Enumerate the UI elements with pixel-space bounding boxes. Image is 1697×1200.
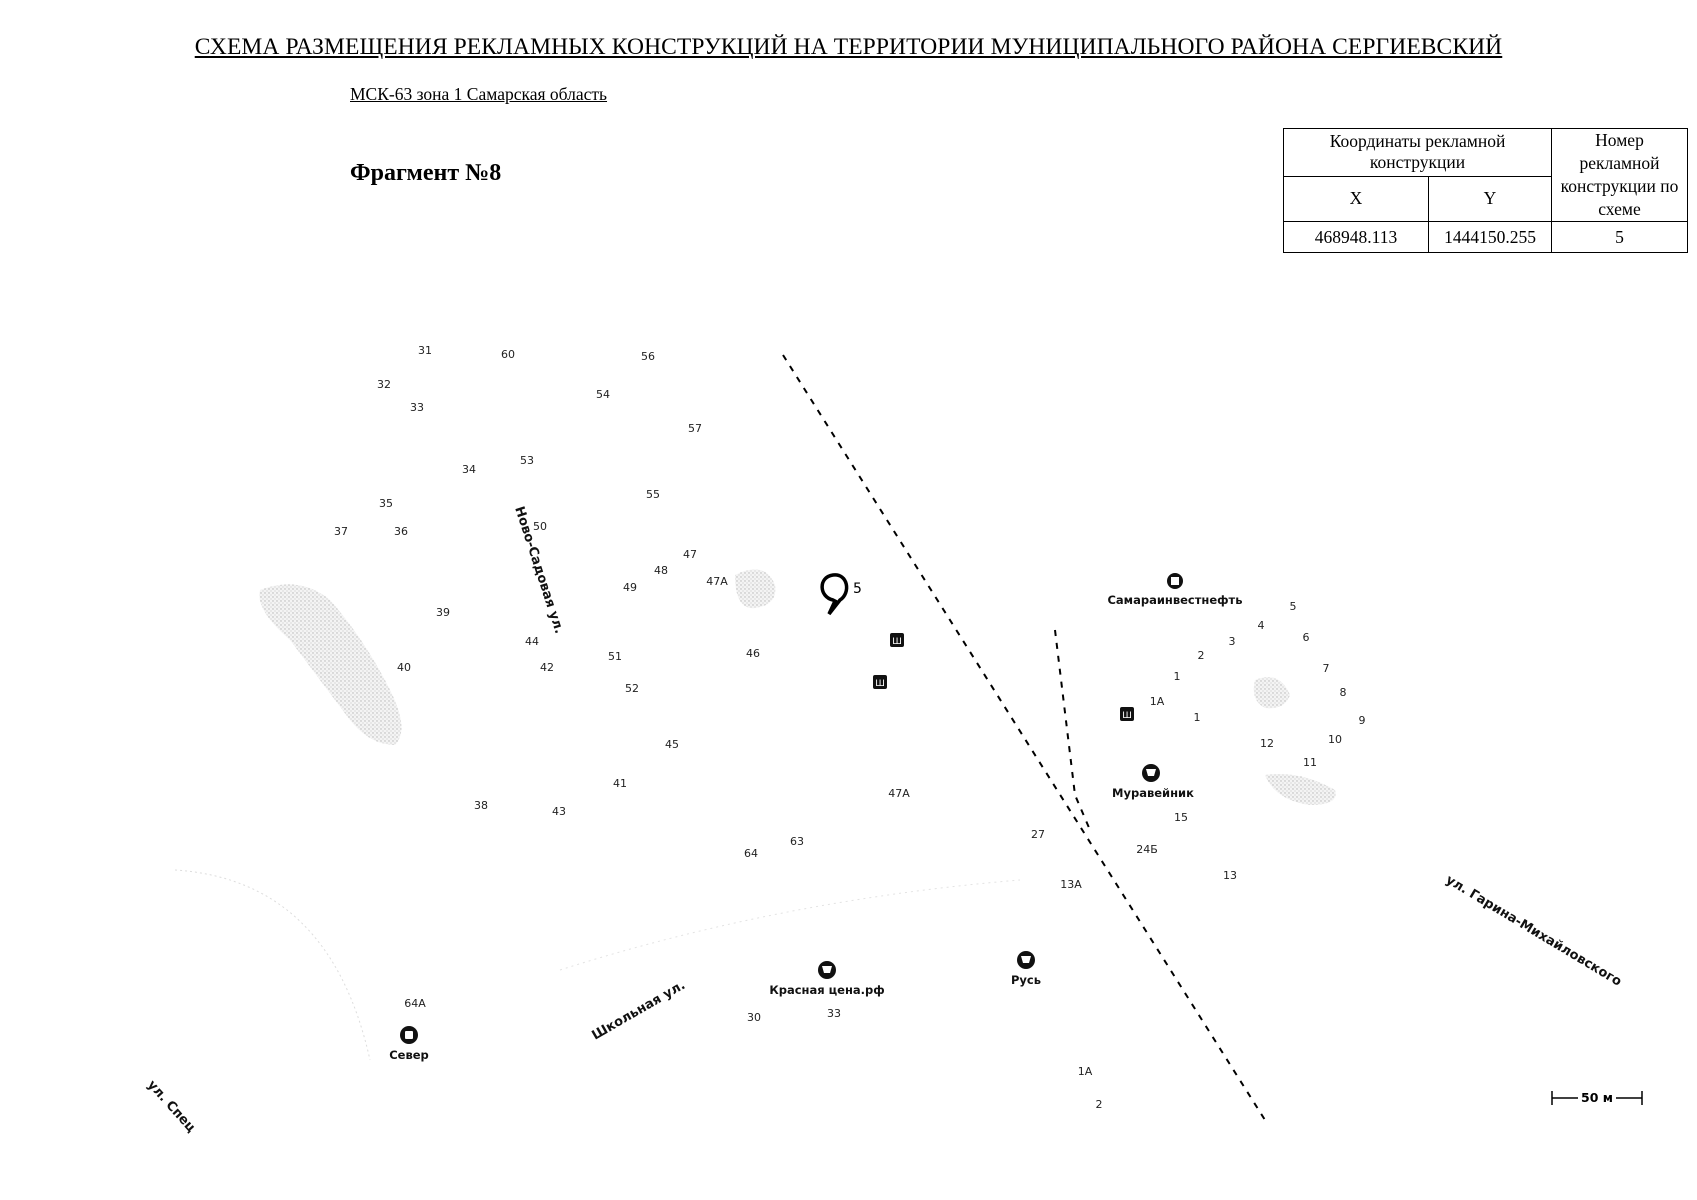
house-number-label: 31 — [418, 344, 432, 357]
house-number-label: 51 — [608, 650, 622, 663]
poi-sever[interactable]: Север — [389, 1026, 429, 1062]
house-number-label: 50 — [533, 520, 547, 533]
house-number-label: 30 — [747, 1011, 761, 1024]
house-number-label: 53 — [520, 454, 534, 467]
house-number-label: 3 — [1229, 635, 1236, 648]
road-outline — [559, 879, 1021, 971]
house-number-label: 12 — [1260, 737, 1274, 750]
house-number-label: 47 — [683, 548, 697, 561]
cell-number: 5 — [1551, 221, 1688, 253]
house-number-label: 45 — [665, 738, 679, 751]
house-number-label: 63 — [790, 835, 804, 848]
col-y-header: Y — [1428, 175, 1552, 222]
col-x-header: X — [1283, 175, 1429, 222]
boundary-line — [1054, 629, 1091, 831]
ad-construction-marker[interactable]: 5 — [820, 573, 862, 616]
svg-text:Ш: Ш — [892, 637, 902, 647]
house-number-label: 46 — [746, 647, 760, 660]
house-number-label: 60 — [501, 348, 515, 361]
house-number-label: 7 — [1323, 662, 1330, 675]
park-area — [1265, 774, 1336, 805]
house-number-label: 35 — [379, 497, 393, 510]
house-number-label: 1 — [1174, 670, 1181, 683]
house-number-label: 4 — [1258, 619, 1265, 632]
house-number-label: 13 — [1223, 869, 1237, 882]
house-number-label: 6 — [1303, 631, 1310, 644]
house-number-label: 1А — [1078, 1065, 1093, 1078]
poi-muraveinik[interactable]: Муравейник — [1112, 764, 1194, 800]
square-icon: Ш — [873, 675, 887, 689]
boundary-line — [782, 354, 1266, 1121]
house-number-label: 56 — [641, 350, 655, 363]
scale-bar: 50 м — [1551, 1090, 1643, 1105]
house-number-label: 40 — [397, 661, 411, 674]
house-number-label: 47А — [706, 575, 728, 588]
house-number-label: 32 — [377, 378, 391, 391]
house-number-label: 8 — [1340, 686, 1347, 699]
house-number-label: 54 — [596, 388, 610, 401]
house-number-label: 57 — [688, 422, 702, 435]
house-number-label: 24Б — [1136, 843, 1158, 856]
house-number-label: 1 — [1194, 711, 1201, 724]
poi-label: Самараинвестнефть — [1107, 593, 1242, 607]
street-label: Школьная ул. — [590, 978, 689, 1044]
house-number-label: 2 — [1198, 649, 1205, 662]
poi-rus[interactable]: Русь — [1011, 951, 1041, 987]
poi-label: Русь — [1011, 973, 1041, 987]
house-number-label: 39 — [436, 606, 450, 619]
coords-header: Координаты рекламной конструкции — [1283, 128, 1552, 177]
poi-krasnaya-tsena[interactable]: Красная цена.рф — [769, 961, 885, 997]
house-number-label: 10 — [1328, 733, 1342, 746]
page-title: СХЕМА РАЗМЕЩЕНИЯ РЕКЛАМНЫХ КОНСТРУКЦИЙ Н… — [194, 34, 1503, 60]
house-number-label: 49 — [623, 581, 637, 594]
house-number-label: 42 — [540, 661, 554, 674]
house-number-label: 5 — [1290, 600, 1297, 613]
house-number-label: 43 — [552, 805, 566, 818]
park-area — [1253, 677, 1290, 709]
square-icon: Ш — [1120, 707, 1134, 721]
road-outline — [174, 869, 371, 1061]
house-number-label: 38 — [474, 799, 488, 812]
scale-label: 50 м — [1581, 1090, 1613, 1105]
fragment-title: Фрагмент №8 — [350, 160, 502, 186]
poi-label: Красная цена.рф — [769, 983, 884, 997]
poi-label: Север — [389, 1048, 429, 1062]
house-number-label: 1А — [1150, 695, 1165, 708]
poi-samarainvestneft[interactable]: Самараинвестнефть — [1107, 573, 1243, 607]
house-number-label: 55 — [646, 488, 660, 501]
square-icon: Ш — [890, 633, 904, 647]
house-number-label: 48 — [654, 564, 668, 577]
house-number-label: 9 — [1359, 714, 1366, 727]
house-number-label: 44 — [525, 635, 539, 648]
street-label: ул. Гарина-Михайловского — [1443, 873, 1624, 990]
park-area — [259, 584, 402, 745]
house-number-label: 34 — [462, 463, 476, 476]
svg-text:Ш: Ш — [1122, 711, 1132, 721]
street-label: ул. Спец — [144, 1078, 199, 1136]
marker-label: 5 — [853, 581, 862, 597]
house-number-label: 33 — [827, 1007, 841, 1020]
house-number-label: 41 — [613, 777, 627, 790]
house-number-label: 15 — [1174, 811, 1188, 824]
house-number-label: 64 — [744, 847, 758, 860]
house-number-label: 2 — [1096, 1098, 1103, 1111]
poi-label: Муравейник — [1112, 786, 1194, 800]
coordinates-table: Координаты рекламной конструкции Номер р… — [1283, 128, 1688, 253]
house-number-label: 64А — [404, 997, 426, 1010]
park-area — [735, 569, 776, 609]
house-number-label: 52 — [625, 682, 639, 695]
svg-text:Ш: Ш — [875, 679, 885, 689]
house-number-label: 13А — [1060, 878, 1082, 891]
house-number-label: 33 — [410, 401, 424, 414]
house-number-label: 36 — [394, 525, 408, 538]
house-number-label: 11 — [1303, 756, 1317, 769]
house-number-label: 47А — [888, 787, 910, 800]
house-number-label: 37 — [334, 525, 348, 538]
map-pin-icon — [820, 573, 849, 616]
house-number-label: 27 — [1031, 828, 1045, 841]
coordinate-system-label: МСК-63 зона 1 Самарская область — [350, 84, 608, 104]
number-header: Номер рекламной конструкции по схеме — [1551, 128, 1688, 222]
